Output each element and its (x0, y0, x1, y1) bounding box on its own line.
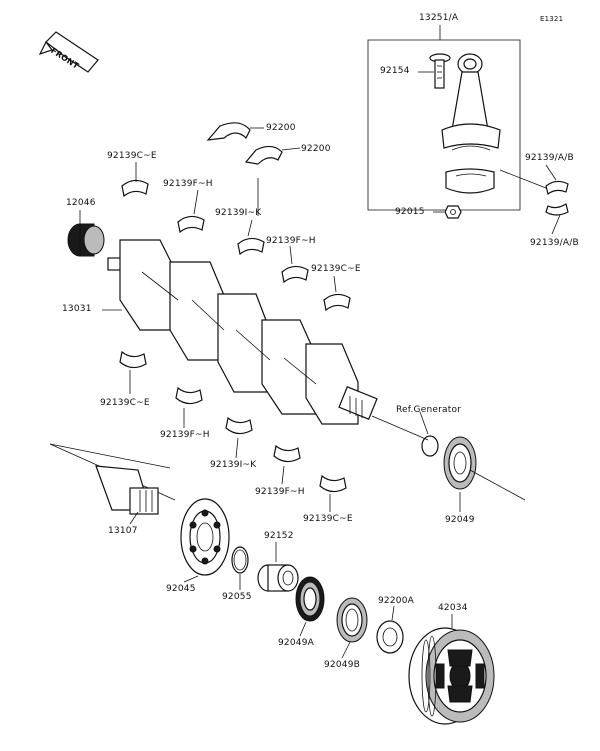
label-92139fh-4: 92139F~H (255, 487, 305, 497)
main-bearing-shells (119, 179, 351, 493)
oil-seal-b (336, 597, 368, 643)
balancer-shaft (49, 443, 176, 515)
label-92200-a: 92200 (266, 123, 296, 133)
label-92154: 92154 (380, 66, 410, 76)
label-92139ce-1: 92139C~E (107, 151, 157, 161)
label-42034: 42034 (438, 603, 468, 613)
label-92045: 92045 (166, 584, 196, 594)
thrust-washers (206, 122, 283, 165)
label-13251: 13251/A (419, 13, 459, 23)
label-92139fh-3: 92139F~H (160, 430, 210, 440)
label-92139ce-2: 92139C~E (311, 264, 361, 274)
label-92139ce-3: 92139C~E (100, 398, 150, 408)
label-92139ce-4: 92139C~E (303, 514, 353, 524)
conrod-bearing-shells (545, 180, 569, 216)
ball-bearing (180, 498, 230, 576)
label-92055: 92055 (222, 592, 252, 602)
label-92152: 92152 (264, 531, 294, 541)
label-92049b: 92049B (324, 660, 361, 670)
label-92200a: 92200A (378, 596, 414, 606)
crank-gear (67, 223, 105, 257)
label-ref-generator: Ref.Generator (396, 405, 462, 415)
label-12046: 12046 (66, 198, 96, 208)
o-ring (231, 546, 249, 574)
label-13107: 13107 (108, 526, 138, 536)
label-92139ab-top: 92139/A/B (525, 153, 574, 163)
collar (257, 564, 299, 592)
label-92049: 92049 (445, 515, 475, 525)
connecting-rod-assembly (367, 39, 521, 219)
label-92139fh-2: 92139F~H (266, 236, 316, 246)
crankshaft (107, 239, 378, 425)
label-92139ab-bottom: 92139/A/B (530, 238, 579, 248)
label-92049a: 92049A (278, 638, 314, 648)
label-92139fh-1: 92139F~H (163, 179, 213, 189)
oil-seal-92049 (443, 436, 477, 490)
label-92139ik-2: 92139I~K (210, 460, 257, 470)
label-92200-b: 92200 (301, 144, 331, 154)
label-92015: 92015 (395, 207, 425, 217)
diagram-code: E1321 (540, 15, 564, 23)
drive-gear (408, 627, 495, 725)
label-92139ik-1: 92139I~K (215, 208, 262, 218)
generator-side-ring (421, 435, 439, 457)
washer (376, 620, 404, 654)
label-13031: 13031 (62, 304, 92, 314)
leader-lines (79, 25, 561, 659)
front-arrow-icon (38, 31, 99, 73)
oil-seal-a (295, 576, 325, 622)
